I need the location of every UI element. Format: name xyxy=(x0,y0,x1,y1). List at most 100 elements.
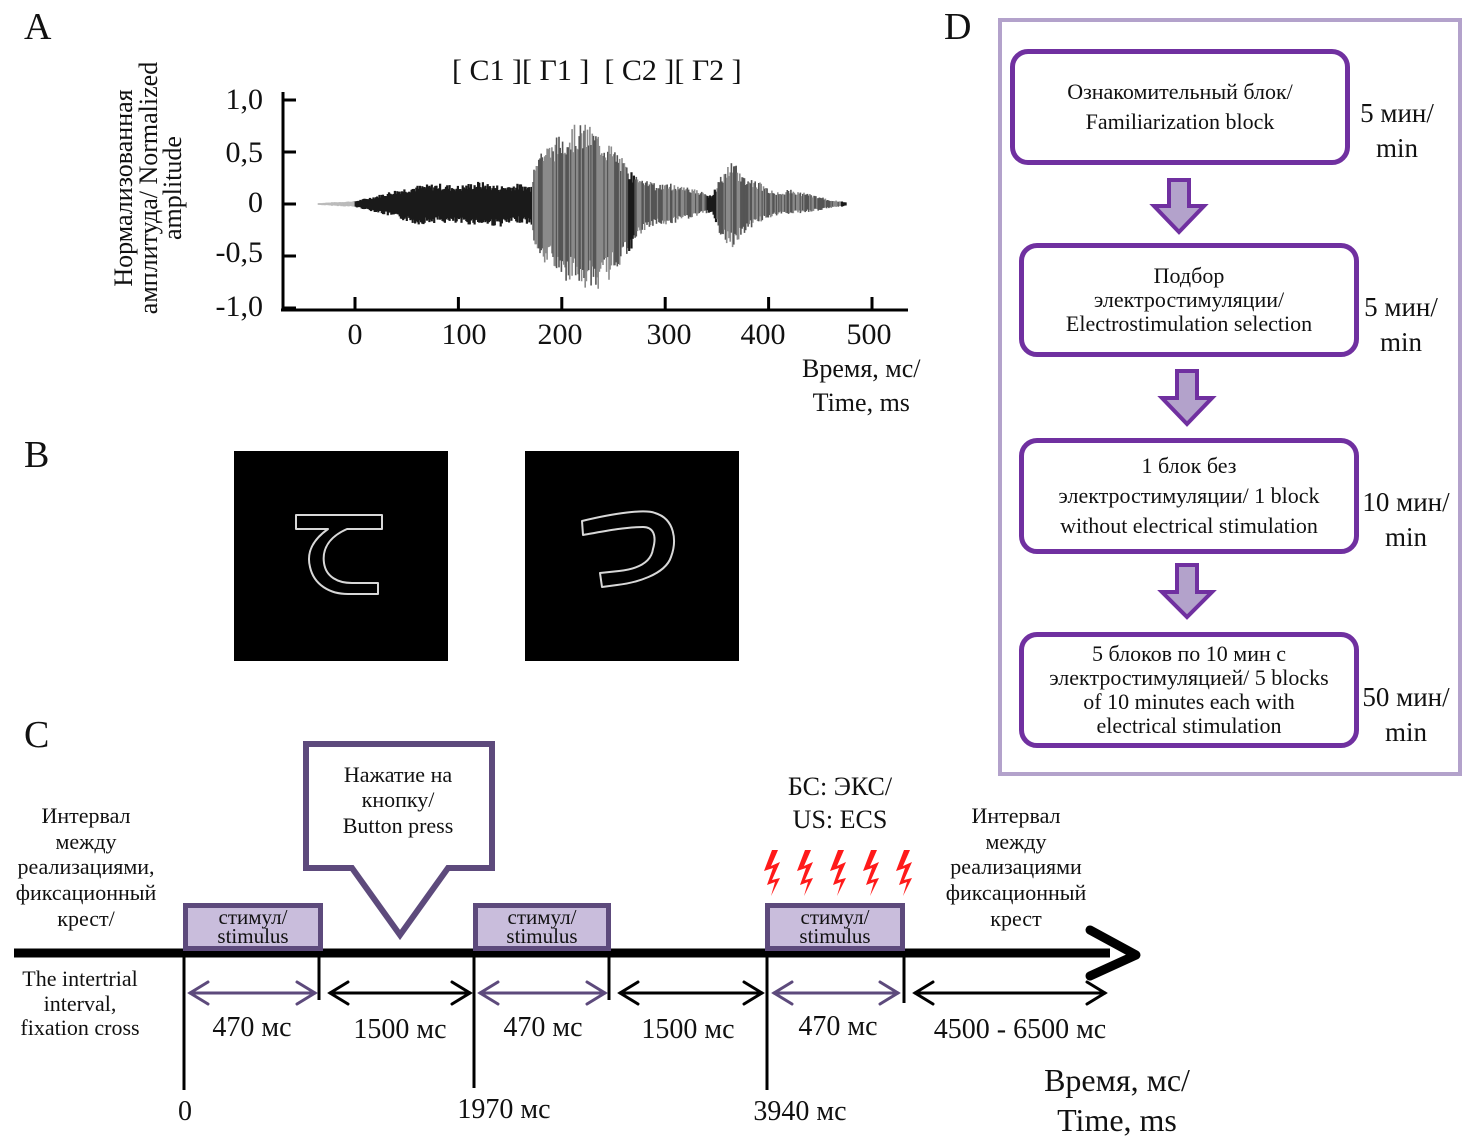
lightning-icon xyxy=(863,850,879,896)
duration-line: 50 мин/ xyxy=(1362,682,1450,712)
label-line: реализациями, xyxy=(17,854,155,880)
down-arrow-icon xyxy=(1157,369,1217,427)
time-marker-label: 1970 мс xyxy=(457,1094,551,1125)
double-arrow-icon xyxy=(617,980,765,1006)
lightning-bolts xyxy=(764,850,912,896)
label-line: Интервал xyxy=(971,803,1061,828)
duration-line: min xyxy=(1384,522,1427,553)
label-line: крест/ xyxy=(57,905,115,931)
waveform-group xyxy=(317,124,847,289)
duration-line: 5 мин/ xyxy=(1360,98,1434,128)
duration-line: 10 мин/ xyxy=(1362,487,1450,517)
stimulus-symbol-2-icon xyxy=(581,510,675,588)
segment-label-c1: [ С1 ] xyxy=(452,54,522,87)
protocol-step-3: 1 блок без электростимуляции/ 1 block wi… xyxy=(1019,438,1359,554)
duration-line: min xyxy=(1384,717,1427,748)
x-tick-label: 0 xyxy=(347,318,363,351)
stimulus-box-2: стимул/ stimulus xyxy=(473,903,611,951)
label-line: между xyxy=(55,828,117,854)
x-tick-label: 100 xyxy=(441,318,487,351)
step-text-line: 5 блоков по 10 мин с xyxy=(1091,640,1287,666)
timeline-axis-label: Время, мс/ Time, ms xyxy=(1022,1060,1212,1140)
label-line: кнопку/ xyxy=(361,787,435,813)
y-tick-label: 0 xyxy=(248,186,263,219)
step-text-line: электростимуляции/ 1 block xyxy=(1058,483,1320,509)
x-tick-label: 400 xyxy=(740,318,786,351)
step-2-duration: 5 мин/ min xyxy=(1356,290,1446,360)
label-line: фиксационный xyxy=(15,880,157,906)
protocol-frame xyxy=(998,18,1462,776)
panel-label-c: C xyxy=(24,714,50,756)
step-text-line: electrical stimulation xyxy=(1096,713,1282,739)
duration-line: 5 мин/ xyxy=(1364,292,1438,322)
intertrial-label-ru: Интервал между реализациями, фиксационны… xyxy=(0,803,172,932)
label-line: Время, мс/ xyxy=(1044,1062,1190,1098)
stimulus-box-1: стимул/ stimulus xyxy=(183,903,323,951)
x-axis-label-line2: Time, ms xyxy=(812,387,910,417)
protocol-step-2: Подбор электростимуляции/ Electrostimula… xyxy=(1019,243,1359,357)
label-line: фиксационный xyxy=(945,880,1087,906)
duration-line: min xyxy=(1375,133,1418,164)
down-arrow-icon xyxy=(1149,178,1209,235)
waveform-chart xyxy=(281,92,908,312)
label-line: между xyxy=(985,828,1047,854)
stimulus-label-en: stimulus xyxy=(799,924,871,948)
x-tick-label: 200 xyxy=(537,318,583,351)
intertrial-label-en: The intertrial interval, fixation cross xyxy=(0,966,160,1041)
double-arrow-icon xyxy=(187,980,318,1006)
lightning-icon xyxy=(797,850,813,896)
time-marker-label: 3940 мс xyxy=(753,1096,847,1127)
y-tick-label: -1,0 xyxy=(215,290,264,323)
step-text-line: электростимуляцией/ 5 blocks xyxy=(1049,664,1329,690)
label-line: крест xyxy=(990,905,1042,931)
segment-label-c2: [ С2 ] xyxy=(604,54,675,87)
protocol-arrows xyxy=(1149,178,1217,620)
step-text-line: Ознакомительный блок/ xyxy=(1067,78,1293,104)
protocol-step-4: 5 блоков по 10 мин с электростимуляцией/… xyxy=(1019,632,1359,748)
duration-label: 470 мс xyxy=(212,1012,292,1043)
intertrial-label-right: Интервал между реализациями фиксационный… xyxy=(930,803,1102,932)
step-1-duration: 5 мин/ min xyxy=(1352,96,1442,166)
time-marker-label: 0 xyxy=(178,1096,192,1127)
button-press-callout xyxy=(303,741,495,941)
duration-label: 1500 мс xyxy=(353,1014,447,1045)
step-text-line: of 10 minutes each with xyxy=(1083,689,1295,714)
x-tick-label: 300 xyxy=(646,318,692,351)
us-ecs-label: БС: ЭКС/ US: ECS xyxy=(760,770,920,837)
step-text-line: электростимуляции/ xyxy=(1093,286,1285,312)
step-4-duration: 50 мин/ min xyxy=(1356,680,1456,750)
double-arrow-icon xyxy=(327,980,473,1006)
step-text-line: without electrical stimulation xyxy=(1060,512,1318,538)
x-axis-label: Время, мс/ Time, ms xyxy=(802,352,921,420)
y-tick-label: 0,5 xyxy=(225,136,264,169)
label-line: Button press xyxy=(342,812,454,838)
label-line: The intertrial xyxy=(22,966,138,991)
stimulus-label-en: stimulus xyxy=(217,924,289,948)
segment-label-g1: [ Г1 ] xyxy=(522,54,590,87)
duration-label: 1500 мс xyxy=(641,1014,735,1045)
y-tick-label: 1,0 xyxy=(225,83,264,116)
lightning-icon xyxy=(830,850,846,896)
panel-label-a: A xyxy=(24,6,52,48)
duration-label: 470 мс xyxy=(798,1011,878,1042)
step-text-line: Familiarization block xyxy=(1085,109,1275,134)
stimulus-label-ru: стимул/ xyxy=(218,905,288,930)
double-arrow-icon xyxy=(771,980,901,1006)
stimulus-label-ru: стимул/ xyxy=(800,905,870,930)
y-tick-label: -0,5 xyxy=(215,236,264,269)
stimulus-symbol-1-icon xyxy=(295,514,383,595)
segment-labels: [ С1 ][ Г1 ] [ С2 ][ Г2 ] xyxy=(452,54,742,88)
lightning-icon xyxy=(896,850,912,896)
stimulus-label-ru: стимул/ xyxy=(507,905,577,930)
step-3-duration: 10 мин/ min xyxy=(1356,485,1456,555)
label-line: Интервал xyxy=(41,803,131,828)
duration-arrows xyxy=(187,980,1108,1006)
double-arrow-icon xyxy=(477,980,608,1006)
x-ticks xyxy=(353,297,874,310)
timeline-arrowhead-icon xyxy=(1085,925,1141,981)
down-arrow-icon xyxy=(1157,563,1217,620)
y-ticks xyxy=(283,98,296,310)
stimulus-box-3: стимул/ stimulus xyxy=(765,903,905,951)
button-press-label: Нажатие на кнопку/ Button press xyxy=(312,762,484,838)
timeline-diagram xyxy=(14,741,1141,1090)
